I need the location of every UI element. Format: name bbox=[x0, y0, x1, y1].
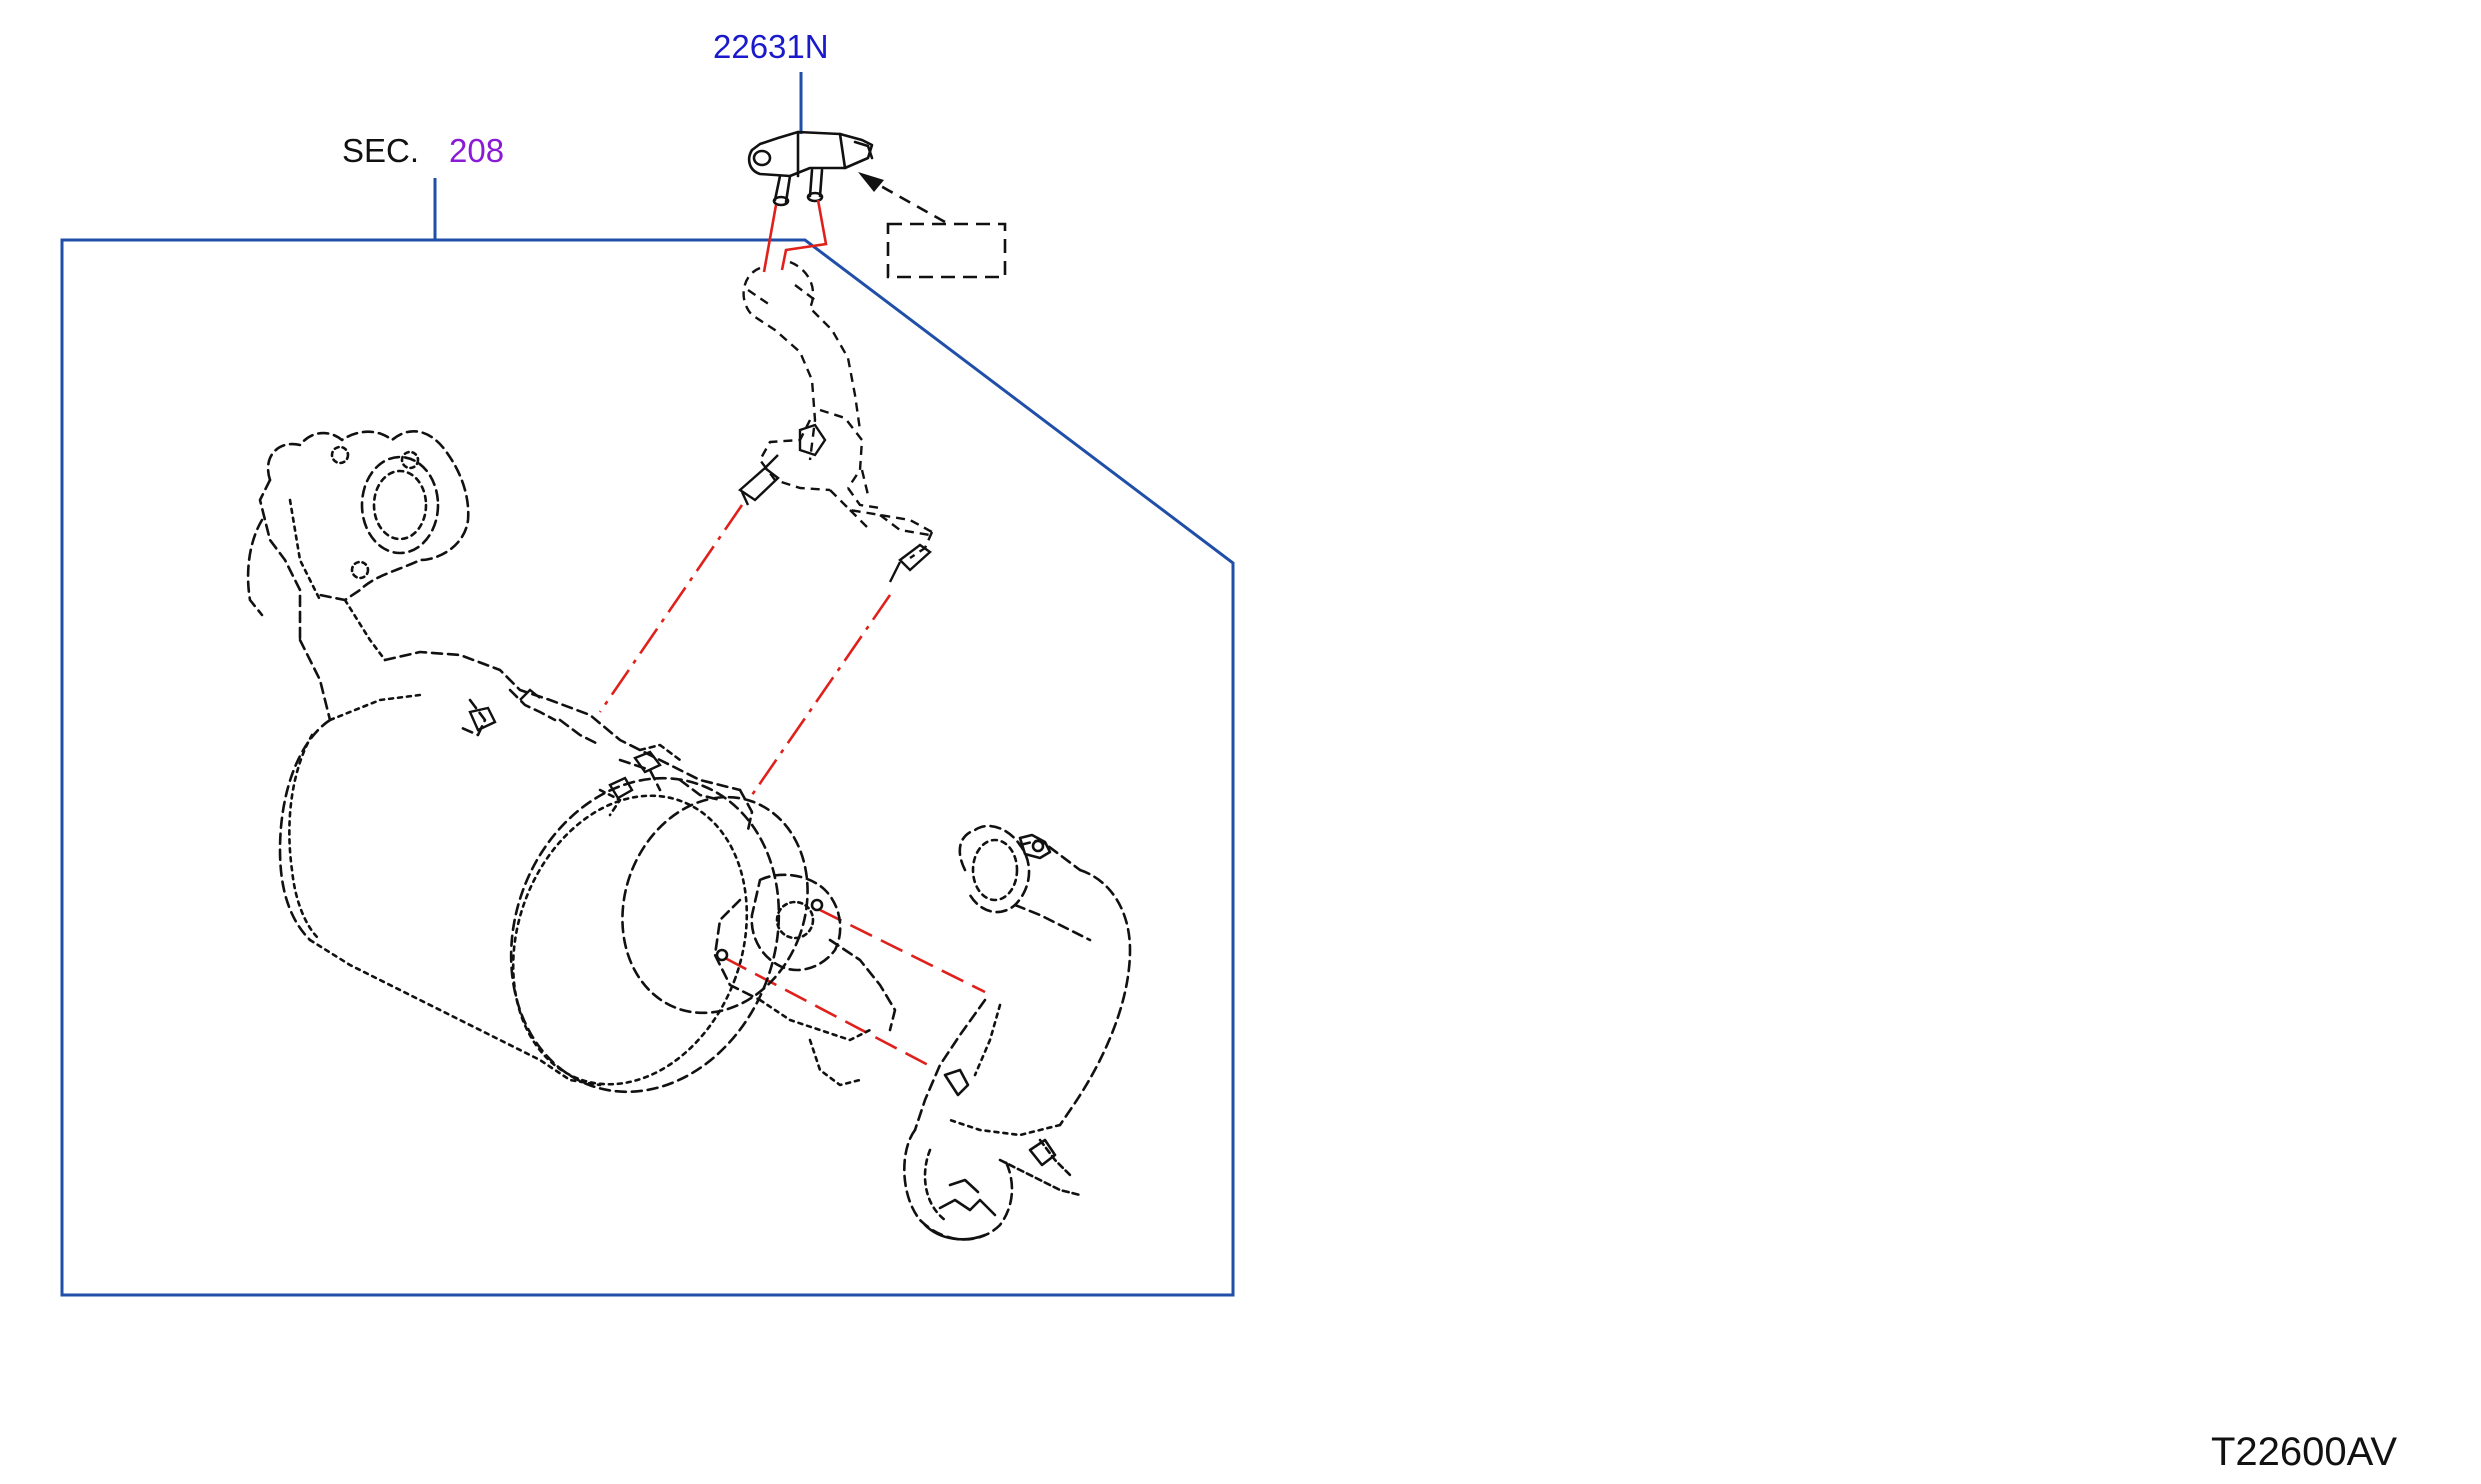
section-prefix-label: SEC. bbox=[342, 132, 419, 169]
catalyst-housing bbox=[246, 430, 809, 1094]
tube-bracket-assembly bbox=[742, 260, 934, 559]
body-hanger-details bbox=[468, 688, 662, 800]
connector-arrowhead bbox=[858, 172, 884, 192]
connector-arrow-line bbox=[869, 178, 946, 224]
diagram-code: T22600AV bbox=[2211, 1430, 2397, 1474]
connector-reference-box bbox=[886, 222, 1007, 279]
pressure-sensor-icon[interactable] bbox=[747, 130, 874, 207]
tube-connector-fittings bbox=[738, 423, 932, 583]
outlet-pipe-assembly bbox=[713, 824, 1132, 1241]
section-boundary bbox=[60, 238, 1235, 1297]
section-number-label[interactable]: 208 bbox=[449, 132, 504, 169]
part-number-label[interactable]: 22631N bbox=[713, 28, 829, 65]
connection-lines bbox=[598, 199, 986, 1068]
